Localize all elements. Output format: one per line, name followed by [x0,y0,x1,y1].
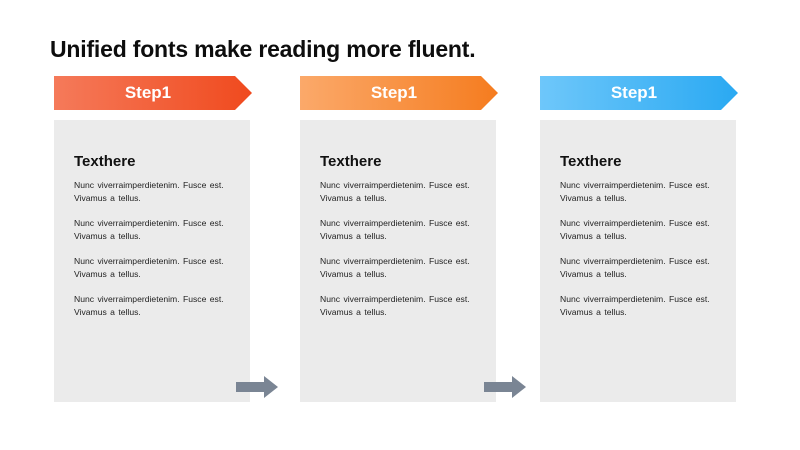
card-heading-3: Texthere [560,153,622,170]
card-paragraph: Nunc viverraimperdietenim. Fusce est. Vi… [74,180,224,203]
arrow-right-icon [484,376,526,398]
step-card-2: Texthere Nunc viverraimperdietenim. Fusc… [300,120,496,402]
card-paragraph: Nunc viverraimperdietenim. Fusce est. Vi… [320,218,470,241]
card-paragraph: Nunc viverraimperdietenim. Fusce est. Vi… [74,256,224,279]
card-paragraph: Nunc viverraimperdietenim. Fusce est. Vi… [74,218,224,241]
slide-title: Unified fonts make reading more fluent. [50,36,476,62]
card-paragraph: Nunc viverraimperdietenim. Fusce est. Vi… [560,180,710,203]
step-column-3: Step1 Texthere Nunc viverraimperdietenim… [540,76,738,402]
step-label-3: Step1 [610,83,658,102]
card-paragraph: Nunc viverraimperdietenim. Fusce est. Vi… [74,294,224,317]
step-label-1: Step1 [124,83,172,102]
step-banner-1: Step1 [54,76,252,110]
card-paragraph: Nunc viverraimperdietenim. Fusce est. Vi… [560,294,710,317]
step-card-3: Texthere Nunc viverraimperdietenim. Fusc… [540,120,736,402]
step-banner-2: Step1 [300,76,498,110]
step-column-1: Step1 Texthere Nunc viverraimperdietenim… [54,76,252,402]
card-paragraph: Nunc viverraimperdietenim. Fusce est. Vi… [320,180,470,203]
card-paragraph: Nunc viverraimperdietenim. Fusce est. Vi… [560,218,710,241]
card-paragraph: Nunc viverraimperdietenim. Fusce est. Vi… [560,256,710,279]
step-column-2: Step1 Texthere Nunc viverraimperdietenim… [300,76,498,402]
step-card-1: Texthere Nunc viverraimperdietenim. Fusc… [54,120,250,402]
step-banner-3: Step1 [540,76,738,110]
card-paragraph: Nunc viverraimperdietenim. Fusce est. Vi… [320,294,470,317]
arrow-right-icon [236,376,278,398]
card-paragraph: Nunc viverraimperdietenim. Fusce est. Vi… [320,256,470,279]
step-label-2: Step1 [370,83,418,102]
card-heading-1: Texthere [74,153,136,170]
card-heading-2: Texthere [320,153,382,170]
